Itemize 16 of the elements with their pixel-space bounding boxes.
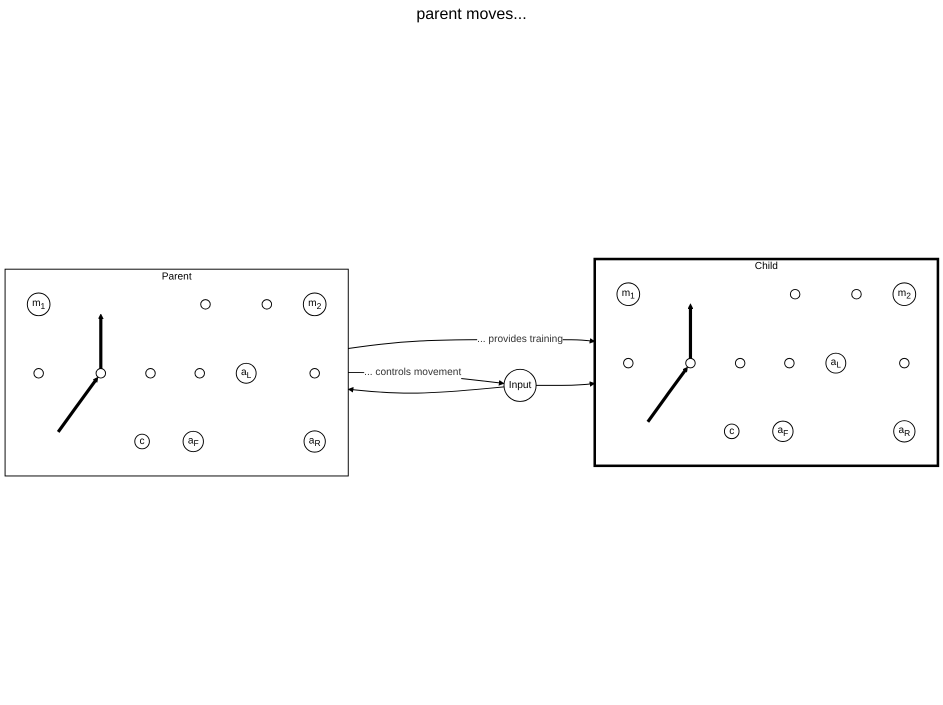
neuron-circle: a$_{F}$ (182, 430, 204, 452)
neuron-circle: m$_{2}$ (892, 282, 916, 306)
neuron-circle: a$_{R}$ (304, 430, 326, 453)
note-label: parent moves... (416, 6, 527, 23)
neuron-circle: m$_{2}$ (302, 292, 327, 316)
neuron-circle: c (724, 424, 740, 440)
neuron-circle: m$_{1}$ (616, 282, 640, 306)
neuron-circle: m$_{1}$ (26, 292, 50, 316)
edge-label: ... provides training (477, 332, 563, 348)
neuron-circle: c (134, 434, 150, 450)
edge-label: ... controls movement (364, 364, 462, 380)
neuron-circle: a$_{F}$ (772, 420, 794, 442)
neuron-circle: Input (504, 368, 537, 402)
neuron-circle: a$_{R}$ (893, 420, 916, 442)
neuron-circle: a$_{L}$ (236, 362, 257, 384)
neuron-circle: a$_{L}$ (825, 352, 846, 374)
